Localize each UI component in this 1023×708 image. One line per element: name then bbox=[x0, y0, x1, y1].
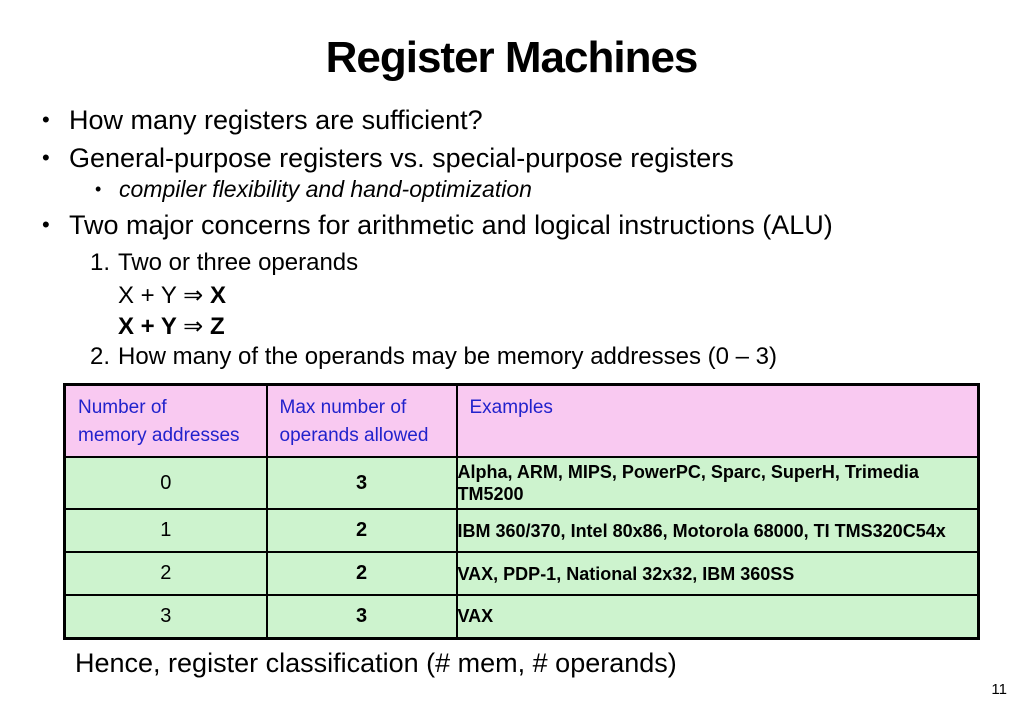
table-row: 1 2 IBM 360/370, Intel 80x86, Motorola 6… bbox=[63, 508, 980, 553]
numbered-text: How many of the operands may be memory a… bbox=[118, 343, 777, 370]
numbered-item: 2. How many of the operands may be memory… bbox=[90, 343, 777, 371]
table-row: 0 3 Alpha, ARM, MIPS, PowerPC, Sparc, Su… bbox=[63, 456, 980, 510]
number-marker: 2. bbox=[90, 343, 111, 370]
formula-line: X + Y ⇒ Z bbox=[118, 312, 225, 341]
bullet-item: • Two major concerns for arithmetic and l… bbox=[42, 210, 833, 241]
cell-examples: Alpha, ARM, MIPS, PowerPC, Sparc, SuperH… bbox=[455, 456, 980, 510]
table-row: 2 2 VAX, PDP-1, National 32x32, IBM 360S… bbox=[63, 551, 980, 596]
header-operands-allowed: Max number of operands allowed bbox=[265, 383, 458, 458]
bullet-item: • General-purpose registers vs. special-p… bbox=[42, 143, 734, 174]
arrow-icon: ⇒ bbox=[183, 313, 204, 340]
number-marker: 1. bbox=[90, 249, 111, 276]
formula-lhs: X + Y bbox=[118, 282, 184, 309]
bullet-icon: • bbox=[42, 107, 50, 132]
bullet-text: How many registers are sufficient? bbox=[69, 105, 483, 135]
cell-mem: 0 bbox=[63, 456, 268, 510]
cell-mem: 2 bbox=[63, 551, 268, 596]
sub-bullet-item: • compiler flexibility and hand-optimizat… bbox=[95, 176, 532, 203]
bullet-icon: • bbox=[95, 179, 102, 199]
cell-mem: 1 bbox=[63, 508, 268, 553]
table-row: 3 3 VAX bbox=[63, 594, 980, 639]
register-classification-table: Number of memory addresses Max number of… bbox=[63, 383, 980, 640]
formula-result: Z bbox=[203, 313, 225, 340]
cell-ops: 3 bbox=[265, 456, 458, 510]
formula-lhs: X + Y bbox=[118, 313, 184, 340]
cell-examples: IBM 360/370, Intel 80x86, Motorola 68000… bbox=[455, 508, 980, 553]
closing-statement: Hence, register classification (# mem, #… bbox=[75, 648, 677, 678]
bullet-text: General-purpose registers vs. special-pu… bbox=[69, 143, 734, 173]
formula-result: X bbox=[203, 282, 226, 309]
cell-mem: 3 bbox=[63, 594, 268, 639]
page-number: 11 bbox=[991, 681, 1007, 698]
bullet-icon: • bbox=[42, 145, 50, 170]
bullet-item: • How many registers are sufficient? bbox=[42, 105, 483, 136]
formula-line: X + Y ⇒ X bbox=[118, 281, 226, 310]
bullet-text: Two major concerns for arithmetic and lo… bbox=[69, 210, 833, 240]
cell-ops: 2 bbox=[265, 508, 458, 553]
cell-examples: VAX bbox=[455, 594, 980, 639]
sub-bullet-text: compiler flexibility and hand-optimizati… bbox=[119, 176, 532, 202]
cell-ops: 3 bbox=[265, 594, 458, 639]
page-title: Register Machines bbox=[325, 33, 699, 82]
cell-ops: 2 bbox=[265, 551, 458, 596]
numbered-item: 1. Two or three operands bbox=[90, 249, 358, 277]
header-memory-addresses: Number of memory addresses bbox=[63, 383, 268, 458]
arrow-icon: ⇒ bbox=[183, 282, 204, 309]
numbered-text: Two or three operands bbox=[118, 249, 359, 276]
header-examples: Examples bbox=[455, 383, 980, 458]
cell-examples: VAX, PDP-1, National 32x32, IBM 360SS bbox=[455, 551, 980, 596]
table-header-row: Number of memory addresses Max number of… bbox=[63, 383, 980, 458]
bullet-icon: • bbox=[42, 212, 50, 237]
